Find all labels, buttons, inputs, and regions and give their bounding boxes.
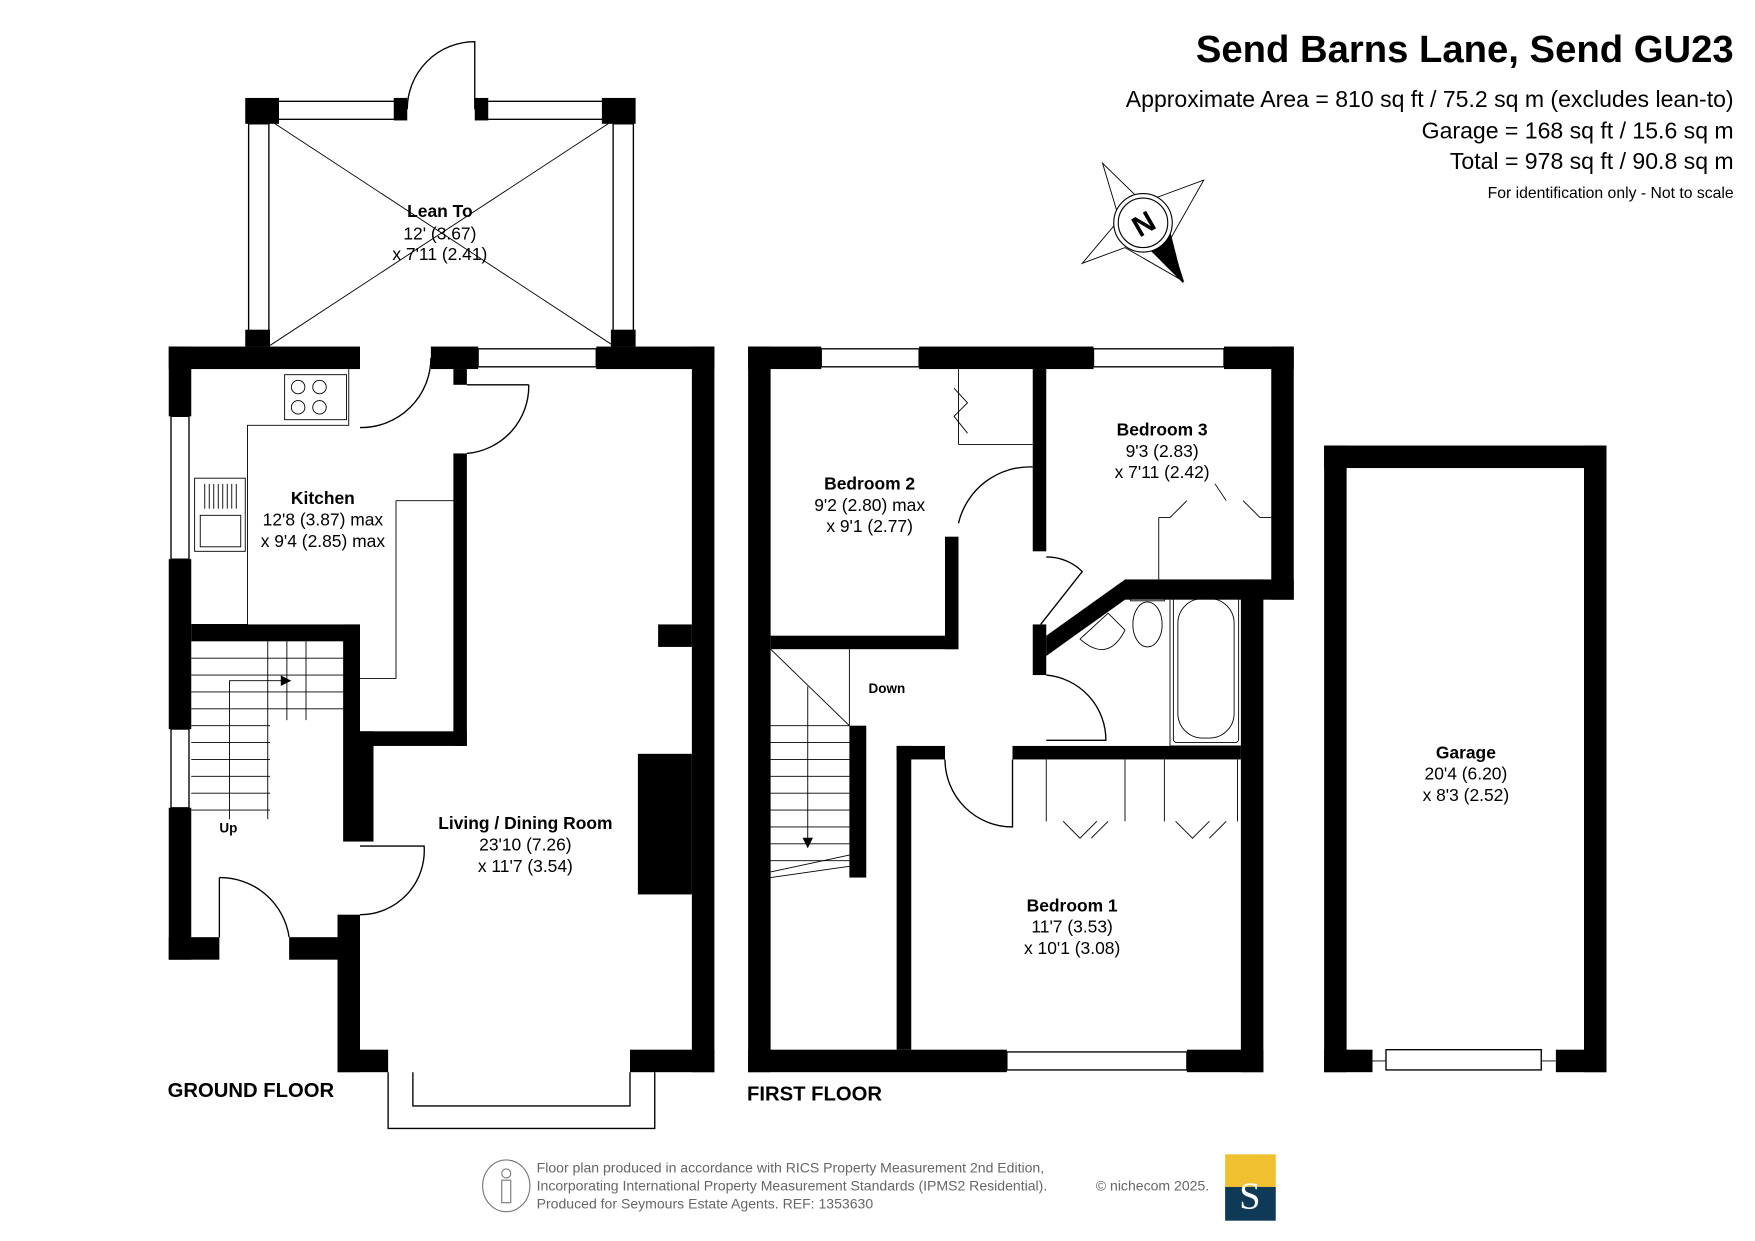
seymours-logo: S	[1225, 1154, 1276, 1221]
compass-icon: N	[1080, 161, 1205, 284]
room-dimension: 12' (3.67)	[403, 224, 476, 244]
room-dimension: 20'4 (6.20)	[1425, 764, 1508, 784]
room-dimension: x 9'4 (2.85) max	[261, 531, 386, 551]
disclaimer: For identification only - Not to scale	[1488, 185, 1734, 202]
logo-letter: S	[1239, 1175, 1260, 1217]
room-name: Living / Dining Room	[438, 813, 612, 833]
room-name: Bedroom 3	[1117, 419, 1208, 439]
room-dimension: x 7'11 (2.41)	[392, 244, 487, 264]
person-icon	[482, 1159, 531, 1213]
stairs-down-label: Down	[869, 681, 906, 696]
toilet-icon	[1132, 601, 1163, 648]
stairs-up-label: Up	[219, 821, 237, 836]
room-kitchen: Kitchen 12'8 (3.87) max x 9'4 (2.85) max	[261, 488, 386, 551]
room-bedroom-2: Bedroom 2 9'2 (2.80) max x 9'1 (2.77)	[814, 473, 925, 536]
door-swing	[466, 384, 530, 455]
room-dimension: 23'10 (7.26)	[479, 835, 571, 855]
lean-to	[245, 41, 636, 347]
room-dimension: x 11'7 (3.54)	[478, 856, 573, 876]
room-name: Kitchen	[291, 488, 355, 508]
room-lean-to: Lean To 12' (3.67) x 7'11 (2.41)	[392, 201, 487, 264]
door-swing	[957, 466, 1033, 524]
copyright: © nichecom 2025.	[1096, 1177, 1209, 1193]
first-floor-walls: Down	[748, 346, 1294, 1073]
garage-area: Garage = 168 sq ft / 15.6 sq m	[1422, 117, 1734, 143]
door-swing	[218, 876, 290, 938]
door-swing	[1040, 556, 1084, 625]
room-dimension: x 8'3 (2.52)	[1423, 785, 1510, 805]
total-area: Total = 978 sq ft / 90.8 sq m	[1450, 148, 1734, 174]
room-bedroom-1: Bedroom 1 11'7 (3.53) x 10'1 (3.08)	[1024, 895, 1120, 958]
hob-icon	[284, 374, 347, 421]
room-dimension: x 9'1 (2.77)	[826, 516, 913, 536]
property-title: Send Barns Lane, Send GU23	[1196, 28, 1734, 71]
room-dimension: 12'8 (3.87) max	[263, 509, 384, 529]
garage: Garage 20'4 (6.20) x 8'3 (2.52)	[1324, 445, 1607, 1073]
door-swing	[359, 357, 432, 429]
ground-floor-walls: Up	[168, 346, 715, 1130]
room-name: Garage	[1436, 742, 1496, 762]
ground-floor-label: GROUND FLOOR	[168, 1080, 335, 1102]
stairs	[191, 641, 344, 820]
room-living-dining: Living / Dining Room 23'10 (7.26) x 11'7…	[438, 813, 612, 876]
approximate-area: Approximate Area = 810 sq ft / 75.2 sq m…	[1126, 86, 1734, 112]
sink-icon	[194, 477, 246, 552]
stairs	[770, 648, 850, 879]
room-dimension: 9'2 (2.80) max	[814, 495, 925, 515]
footer-line-2: Incorporating International Property Mea…	[537, 1177, 1048, 1193]
room-bedroom-3: Bedroom 3 9'3 (2.83) x 7'11 (2.42)	[1115, 419, 1210, 482]
room-dimension: x 7'11 (2.42)	[1115, 462, 1210, 482]
header: Send Barns Lane, Send GU23 Approximate A…	[1126, 28, 1734, 202]
room-name: Lean To	[407, 201, 473, 221]
room-dimension: 9'3 (2.83)	[1126, 441, 1199, 461]
door-swing	[1046, 674, 1107, 741]
footer-line-1: Floor plan produced in accordance with R…	[537, 1159, 1045, 1175]
room-dimension: 11'7 (3.53)	[1031, 917, 1112, 937]
door-swing	[406, 41, 476, 110]
footer: Floor plan produced in accordance with R…	[482, 1154, 1276, 1221]
room-name: Bedroom 2	[824, 473, 915, 493]
first-floor-label: FIRST FLOOR	[747, 1083, 882, 1105]
room-name: Bedroom 1	[1027, 895, 1118, 915]
bath-icon	[1172, 593, 1240, 744]
door-swing	[944, 759, 1014, 828]
door-swing	[359, 845, 425, 916]
footer-line-3: Produced for Seymours Estate Agents. REF…	[537, 1195, 874, 1211]
basin-icon	[1079, 612, 1126, 650]
room-dimension: x 10'1 (3.08)	[1024, 938, 1120, 958]
